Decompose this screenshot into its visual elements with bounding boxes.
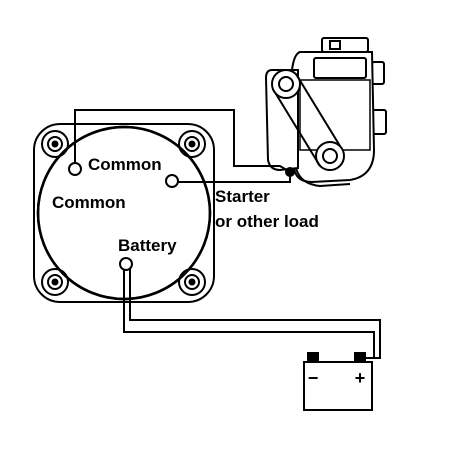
label-starter-line2: or other load <box>215 212 319 231</box>
mounting-hole-bottom-left <box>41 268 69 296</box>
mounting-hole-top-left <box>41 130 69 158</box>
label-battery: Battery <box>118 236 177 255</box>
battery-positive-post <box>354 352 366 363</box>
battery <box>303 352 373 411</box>
starter-motor <box>264 37 387 188</box>
starter-top-tab <box>321 37 369 53</box>
battery-case <box>303 361 373 411</box>
terminal-common-left <box>68 162 82 176</box>
wire-common-to-starter <box>74 109 291 173</box>
label-common-upper: Common <box>88 155 162 174</box>
starter-upper-pulley <box>271 69 301 99</box>
battery-negative-post <box>307 352 319 363</box>
wire-battery-inner <box>129 264 381 359</box>
wire-common-right-to-starter <box>176 172 291 183</box>
wires <box>74 109 381 359</box>
starter-inner-panel <box>313 57 367 79</box>
battery-negative-symbol: − <box>308 368 319 388</box>
label-starter-line1: Starter <box>215 187 270 206</box>
starter-lower-pulley <box>315 141 345 171</box>
starter-right-tab-upper <box>371 61 385 85</box>
mounting-hole-top-right <box>178 130 206 158</box>
battery-positive-symbol: + <box>355 368 366 388</box>
switch-terminals <box>68 162 179 271</box>
mounting-hole-bottom-right <box>178 268 206 296</box>
terminal-common-right <box>165 174 179 188</box>
label-common-left: Common <box>52 193 126 212</box>
wire-battery-outer <box>123 264 375 359</box>
terminal-battery <box>119 257 133 271</box>
starter-belt <box>275 73 341 167</box>
